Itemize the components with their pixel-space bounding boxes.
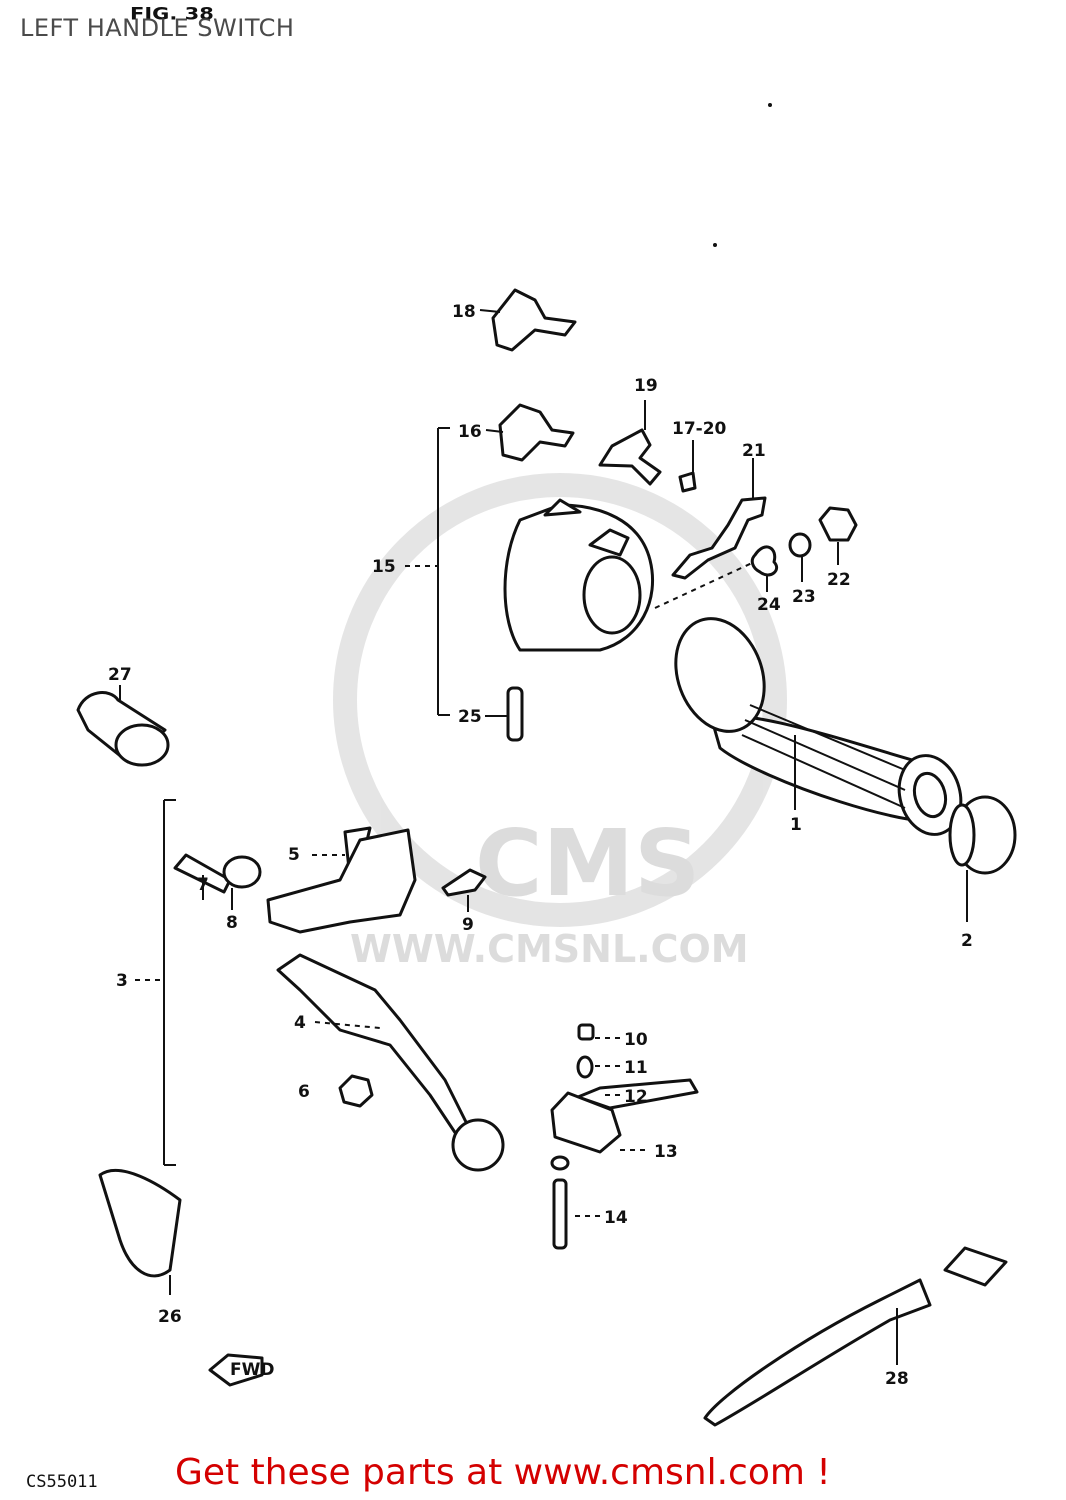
footer-link[interactable]: Get these parts at www.cmsnl.com ! <box>175 1452 831 1493</box>
watermark-brand: CMS <box>475 810 700 917</box>
callout-17-20: 17-20 <box>672 419 727 439</box>
lever-boot-26 <box>98 1168 182 1278</box>
switch-body-13 <box>550 1091 622 1154</box>
callout-8: 8 <box>226 913 238 933</box>
nut-22 <box>818 506 858 542</box>
screw-25 <box>506 686 524 742</box>
callout-4: 4 <box>294 1013 306 1033</box>
watermark-url: WWW.CMSNL.COM <box>350 927 749 971</box>
callout-7: 7 <box>197 875 209 895</box>
spring-24 <box>750 545 779 577</box>
page-title: LEFT HANDLE SWITCH <box>20 14 295 42</box>
spring-11 <box>576 1055 594 1079</box>
ball-23 <box>788 532 812 558</box>
lock-nut-8 <box>222 855 262 889</box>
callout-6: 6 <box>298 1082 310 1102</box>
cable-tie-28 <box>703 1278 932 1427</box>
callout-11: 11 <box>624 1058 648 1078</box>
screw-9 <box>441 868 487 897</box>
handle-grip-1 <box>674 617 963 836</box>
callout-2: 2 <box>961 931 973 951</box>
callout-23: 23 <box>792 587 816 607</box>
callout-9: 9 <box>462 915 474 935</box>
clutch-lever-4 <box>276 953 472 1142</box>
screw-10 <box>577 1023 595 1041</box>
watermark-ring <box>333 473 787 927</box>
nut-6 <box>338 1074 374 1108</box>
callout-13: 13 <box>654 1142 678 1162</box>
callout-21: 21 <box>742 441 766 461</box>
callout-27: 27 <box>108 665 132 685</box>
callout-22: 22 <box>827 570 851 590</box>
lever-ball-end <box>451 1118 505 1172</box>
figure-label: FIG. 38 <box>130 4 214 24</box>
callout-3: 3 <box>116 971 128 991</box>
callout-24: 24 <box>757 595 781 615</box>
callout-19: 19 <box>634 376 658 396</box>
fwd-arrow <box>208 1353 264 1387</box>
fwd-arrow-label: FWD <box>230 1360 274 1380</box>
lever-holder <box>266 828 417 934</box>
callout-26: 26 <box>158 1307 182 1327</box>
screw-17-20 <box>678 471 697 493</box>
bar-end-cap-2 <box>948 795 1017 875</box>
callout-18: 18 <box>452 302 476 322</box>
switch-knob-18 <box>491 288 577 352</box>
callout-16: 16 <box>458 422 482 442</box>
callout-15: 15 <box>372 557 396 577</box>
switch-knob-19 <box>598 428 662 486</box>
switch-lever-21 <box>671 496 767 580</box>
screw-14 <box>552 1178 568 1250</box>
callout-10: 10 <box>624 1030 648 1050</box>
callout-1: 1 <box>790 815 802 835</box>
callout-12: 12 <box>624 1087 648 1107</box>
washer <box>550 1155 570 1171</box>
lever-cover-27 <box>76 691 170 767</box>
drawing-code: CS55011 <box>26 1472 98 1492</box>
switch-knob-16 <box>498 403 575 462</box>
switch-housing-15 <box>503 498 655 652</box>
callout-5: 5 <box>288 845 300 865</box>
callout-28: 28 <box>885 1369 909 1389</box>
callout-14: 14 <box>604 1208 628 1228</box>
watermark: CMS WWW.CMSNL.COM <box>333 473 787 971</box>
callout-25: 25 <box>458 707 482 727</box>
